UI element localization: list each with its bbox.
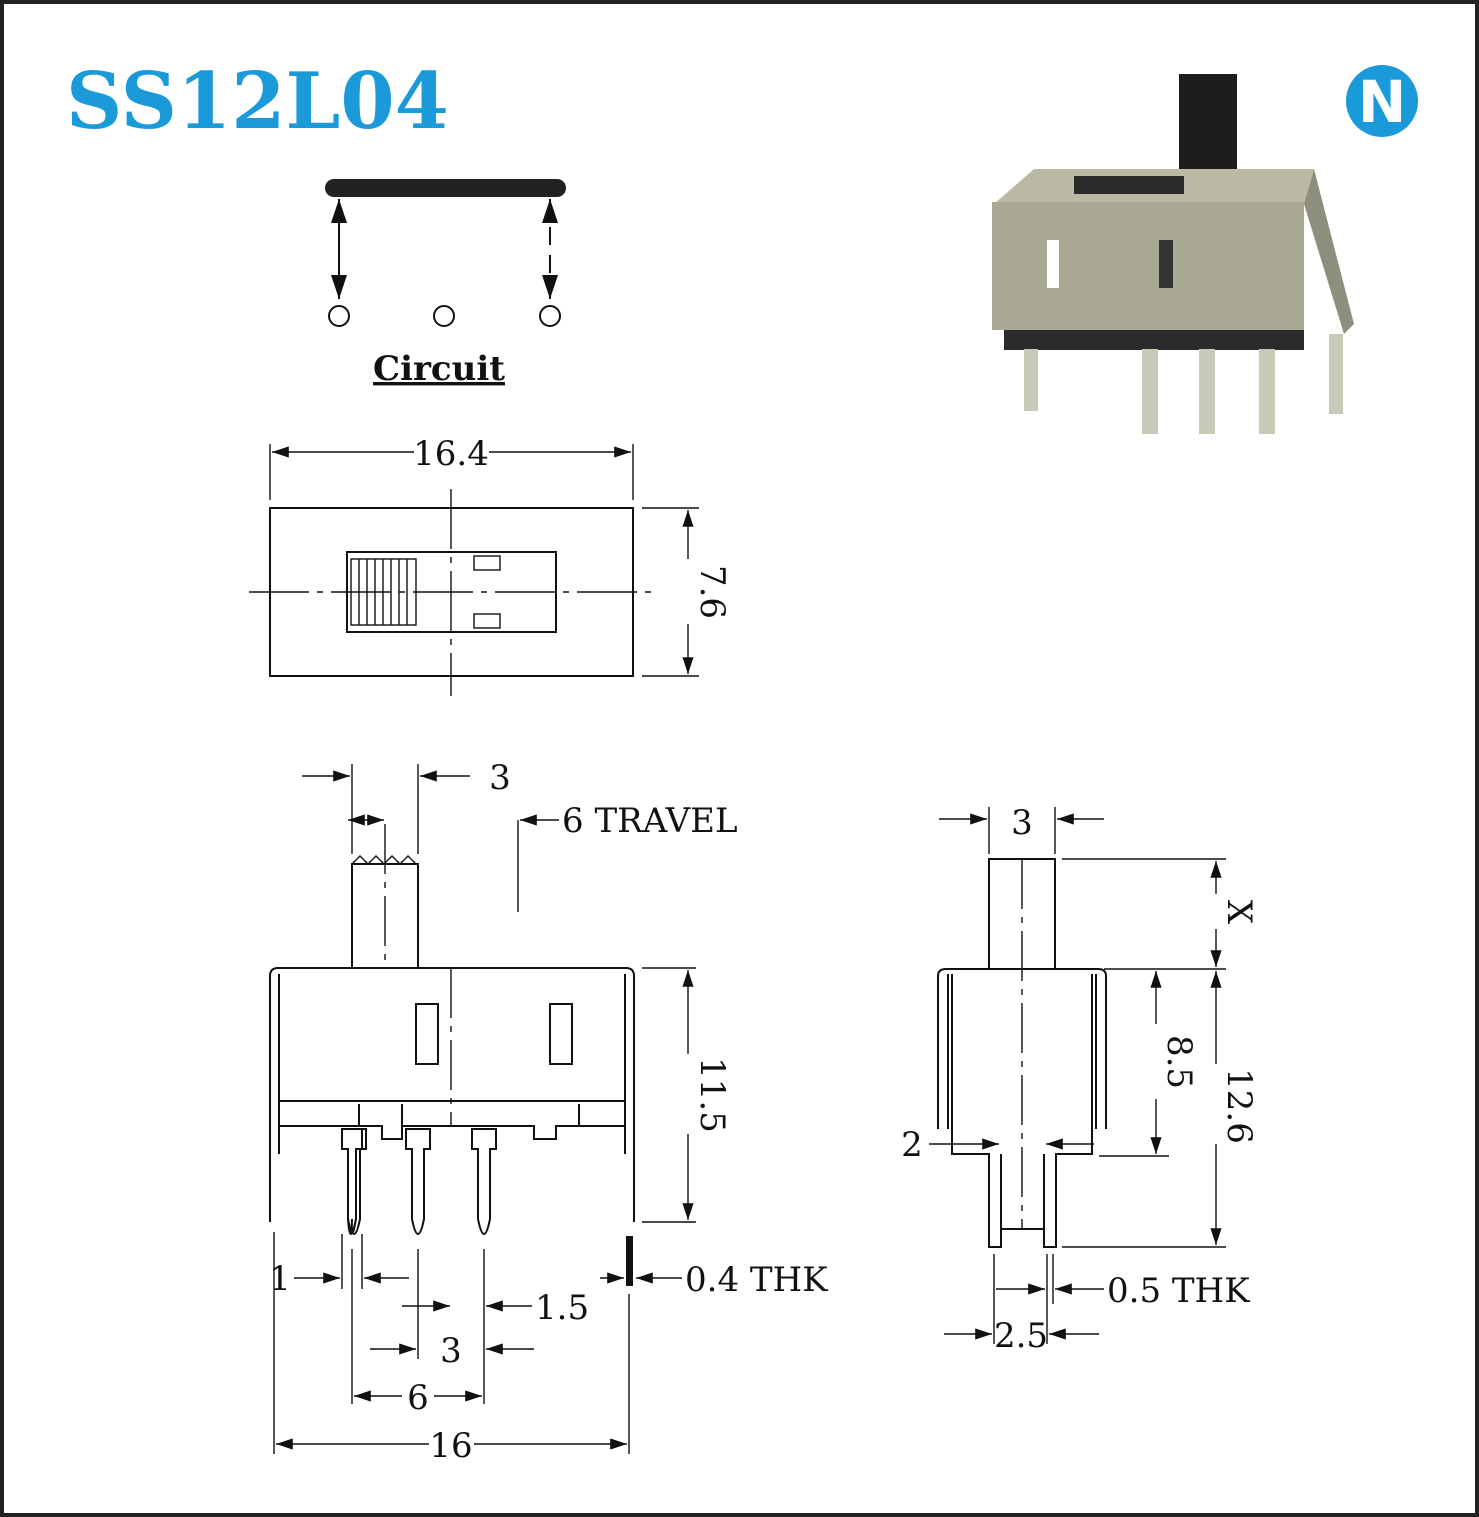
product-photo [992, 74, 1354, 434]
circuit-diagram: Circuit [325, 179, 566, 389]
side-actuator-dim: 3 [1011, 803, 1033, 843]
overall-width-dim: 16 [429, 1426, 472, 1466]
drawing: SS12L04 N Circuit [66, 56, 1418, 1466]
pin-offset-dim: 1.5 [535, 1288, 589, 1328]
side-view: 3 X 8.5 12.6 2 0.5 THK 2.5 [901, 803, 1259, 1356]
top-height-dim: 7.6 [692, 565, 732, 619]
brand-logo: N [1346, 65, 1418, 137]
body-height-dim: 8.5 [1159, 1035, 1199, 1089]
pin-span-dim: 6 [407, 1378, 429, 1418]
top-view: 16.4 7.6 [249, 434, 732, 696]
front-view: 3 6 TRAVEL 11.5 1 1.5 0.4 THK 3 6 16 [269, 758, 828, 1466]
top-width-dim: 16.4 [413, 434, 489, 474]
pin-width-dim: 1 [269, 1259, 291, 1299]
actuator-height-dim: X [1219, 900, 1259, 925]
circuit-label: Circuit [373, 349, 505, 389]
leg-dim: 2 [901, 1125, 923, 1165]
logo-letter: N [1358, 68, 1407, 136]
product-title: SS12L04 [66, 56, 449, 147]
leg-spacing-dim: 2.5 [994, 1316, 1048, 1356]
side-thickness-dim: 0.5 THK [1107, 1271, 1250, 1311]
pin-pitch-dim: 3 [440, 1331, 462, 1371]
actuator-width-dim: 3 [489, 758, 511, 798]
total-height-dim: 12.6 [1219, 1068, 1259, 1144]
front-height-dim: 11.5 [692, 1057, 732, 1133]
front-thickness-dim: 0.4 THK [685, 1260, 828, 1300]
travel-dim: 6 TRAVEL [562, 801, 738, 841]
